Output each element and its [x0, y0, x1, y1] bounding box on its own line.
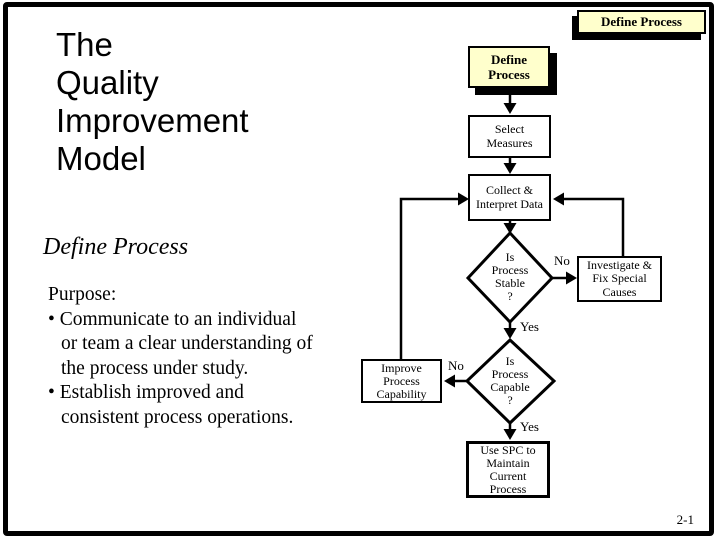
arrowhead-into-select — [503, 103, 517, 114]
arrowhead-into-capable — [503, 328, 517, 339]
edge-label-stable-yes: Yes — [520, 319, 539, 334]
edge-improve-loop — [399, 197, 461, 360]
edge-label-stable-no: No — [554, 253, 570, 268]
edge-label-capable-yes: Yes — [520, 419, 539, 434]
bullet-line: • Establish improved and — [48, 382, 244, 403]
arrowhead-into-collect-right — [553, 192, 564, 206]
decision-diamond-is-process-stable — [465, 230, 555, 325]
page-title: The Quality Improvement Model — [56, 26, 249, 177]
decision-diamond-is-process-capable — [464, 337, 557, 426]
flowchart-arrowheads — [444, 103, 577, 440]
node-select-measures: Select Measures — [468, 115, 551, 158]
bullet-line: • Communicate to an individual — [48, 308, 297, 330]
header-tab-label: Define Process — [601, 14, 682, 29]
bullet-continuation: or team a clear understanding of — [61, 333, 313, 354]
section-heading: Define Process — [43, 234, 189, 260]
arrowhead-into-investigate — [566, 271, 577, 285]
node-define-process: Define Process — [468, 46, 550, 88]
node-use-spc-to-maintain: Use SPC to Maintain Current Process — [466, 441, 550, 498]
arrowhead-into-improve — [444, 374, 455, 388]
arrowhead-into-collect-left — [458, 192, 469, 206]
purpose-block: Purpose: • Communicate to an individual … — [48, 283, 313, 430]
arrowhead-into-collect-top — [503, 163, 517, 174]
bullet-continuation: the process under study. — [61, 357, 249, 379]
edge-investigate-loop — [561, 197, 625, 257]
header-tab-define-process: Define Process — [577, 10, 706, 34]
node-improve-process-capability: Improve Process Capability — [361, 359, 442, 403]
node-investigate-fix-special-causes: Investigate & Fix Special Causes — [577, 256, 662, 302]
bullet-continuation: consistent process operations. — [61, 406, 294, 428]
arrowhead-into-stable — [503, 223, 517, 234]
edge-label-capable-no: No — [448, 358, 464, 373]
arrowhead-into-spc — [503, 429, 517, 440]
page-number: 2-1 — [676, 512, 694, 527]
purpose-label: Purpose: — [48, 284, 117, 305]
node-label-is-process-capable: Is Process Capable ? — [490, 354, 530, 407]
node-label-is-process-stable: Is Process Stable ? — [491, 250, 529, 303]
node-collect-interpret-data: Collect & Interpret Data — [468, 174, 551, 221]
